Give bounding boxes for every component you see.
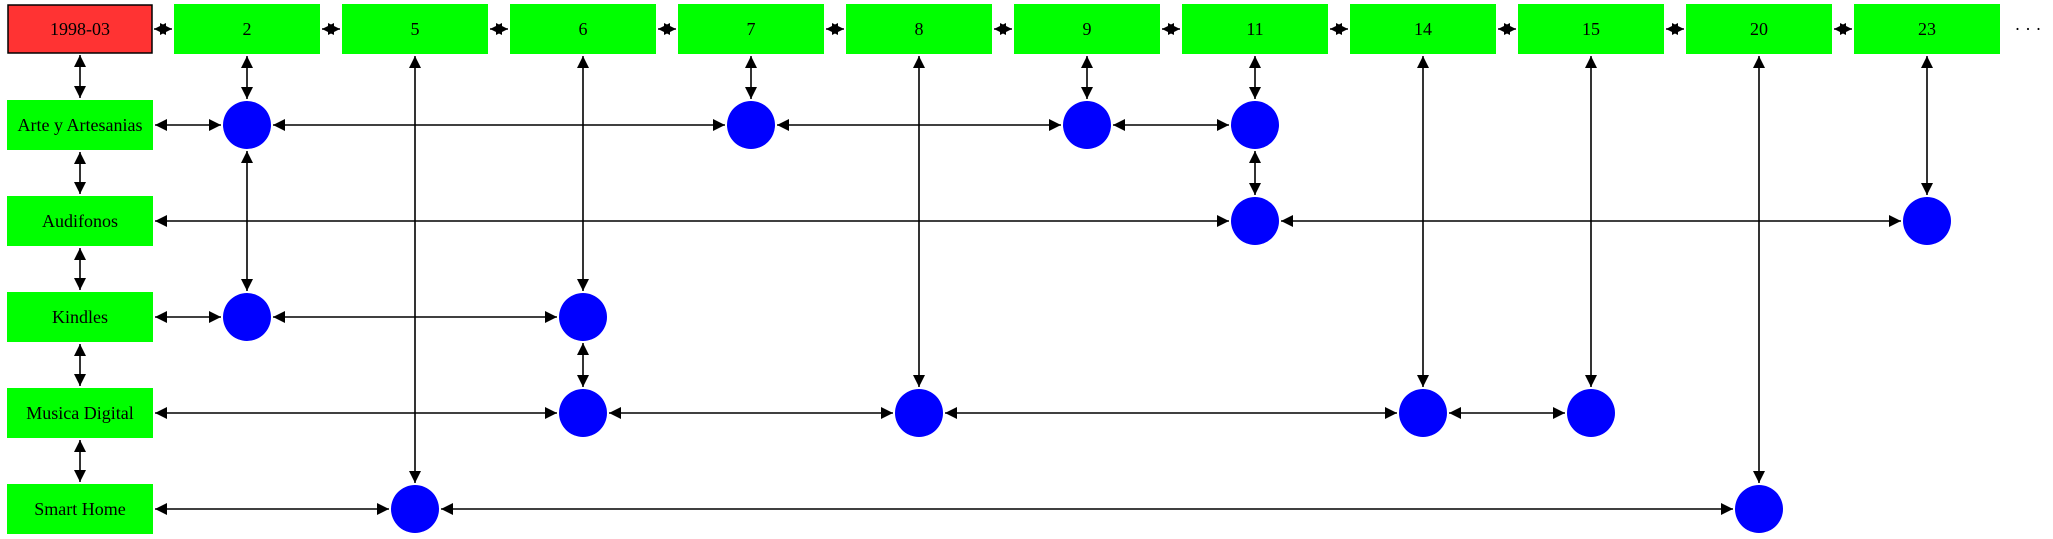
column-header-shape <box>678 4 824 54</box>
column-header-label: 15 <box>1582 19 1600 39</box>
node-audifonos-11 <box>1231 197 1279 245</box>
node-smarthome-5 <box>391 485 439 533</box>
column-header-shape <box>1182 4 1328 54</box>
row-label-text: Arte y Artesanias <box>18 115 143 135</box>
column-header-23: 23 <box>1854 4 2000 54</box>
node-musica-8 <box>895 389 943 437</box>
node-arte-2 <box>223 101 271 149</box>
node-kindles-2 <box>223 293 271 341</box>
column-header-shape <box>1014 4 1160 54</box>
row-label-text: Kindles <box>52 307 108 327</box>
row-label-text: Musica Digital <box>26 403 133 423</box>
node-musica-6 <box>559 389 607 437</box>
row-label-text: Smart Home <box>34 499 126 519</box>
column-header-5: 5 <box>342 4 488 54</box>
column-header-8: 8 <box>846 4 992 54</box>
row-label-shape <box>7 100 153 150</box>
node-smarthome-20 <box>1735 485 1783 533</box>
column-header-7: 7 <box>678 4 824 54</box>
column-header-shape <box>846 4 992 54</box>
node-kindles-6 <box>559 293 607 341</box>
node-musica-14 <box>1399 389 1447 437</box>
column-header-shape <box>1854 4 2000 54</box>
column-header-label: 23 <box>1918 19 1936 39</box>
row-label-shape <box>7 292 153 342</box>
row-label-shape <box>7 484 153 534</box>
column-header-shape <box>510 4 656 54</box>
row-label-shape <box>7 196 153 246</box>
row-label-kindles: Kindles <box>7 292 153 342</box>
column-header-15: 15 <box>1518 4 1664 54</box>
column-header-14: 14 <box>1350 4 1496 54</box>
column-header-label: 14 <box>1414 19 1432 39</box>
column-header-9: 9 <box>1014 4 1160 54</box>
root-box-shape <box>7 4 153 54</box>
column-header-label: 8 <box>915 19 924 39</box>
column-header-6: 6 <box>510 4 656 54</box>
row-label-audifonos: Audifonos <box>7 196 153 246</box>
column-header-shape <box>174 4 320 54</box>
column-header-label: 6 <box>579 19 588 39</box>
column-header-20: 20 <box>1686 4 1832 54</box>
column-header-11: 11 <box>1182 4 1328 54</box>
row-label-text: Audifonos <box>42 211 118 231</box>
node-musica-15 <box>1567 389 1615 437</box>
node-arte-7 <box>727 101 775 149</box>
column-header-shape <box>342 4 488 54</box>
node-arte-11 <box>1231 101 1279 149</box>
column-header-label: 5 <box>411 19 420 39</box>
root-box-label: 1998-03 <box>50 19 110 39</box>
column-header-label: 11 <box>1246 19 1263 39</box>
row-label-shape <box>7 388 153 438</box>
row-label-musica: Musica Digital <box>7 388 153 438</box>
column-header-label: 9 <box>1083 19 1092 39</box>
overflow-indicator: · · · <box>2015 19 2042 39</box>
nodes-layer <box>223 101 1951 533</box>
node-audifonos-23 <box>1903 197 1951 245</box>
column-header-label: 2 <box>243 19 252 39</box>
column-header-shape <box>1686 4 1832 54</box>
column-header-label: 7 <box>747 19 756 39</box>
boxes-layer: 1998-03 2 5 6 7 8 9 11 14 15 20 23 · · · Arte y Artes… <box>7 4 2041 534</box>
row-label-arte: Arte y Artesanias <box>7 100 153 150</box>
edges-layer <box>74 23 1933 515</box>
column-header-2: 2 <box>174 4 320 54</box>
column-header-shape <box>1518 4 1664 54</box>
row-label-smarthome: Smart Home <box>7 484 153 534</box>
root-box: 1998-03 <box>7 4 153 54</box>
node-arte-9 <box>1063 101 1111 149</box>
column-header-label: 20 <box>1750 19 1768 39</box>
column-header-shape <box>1350 4 1496 54</box>
